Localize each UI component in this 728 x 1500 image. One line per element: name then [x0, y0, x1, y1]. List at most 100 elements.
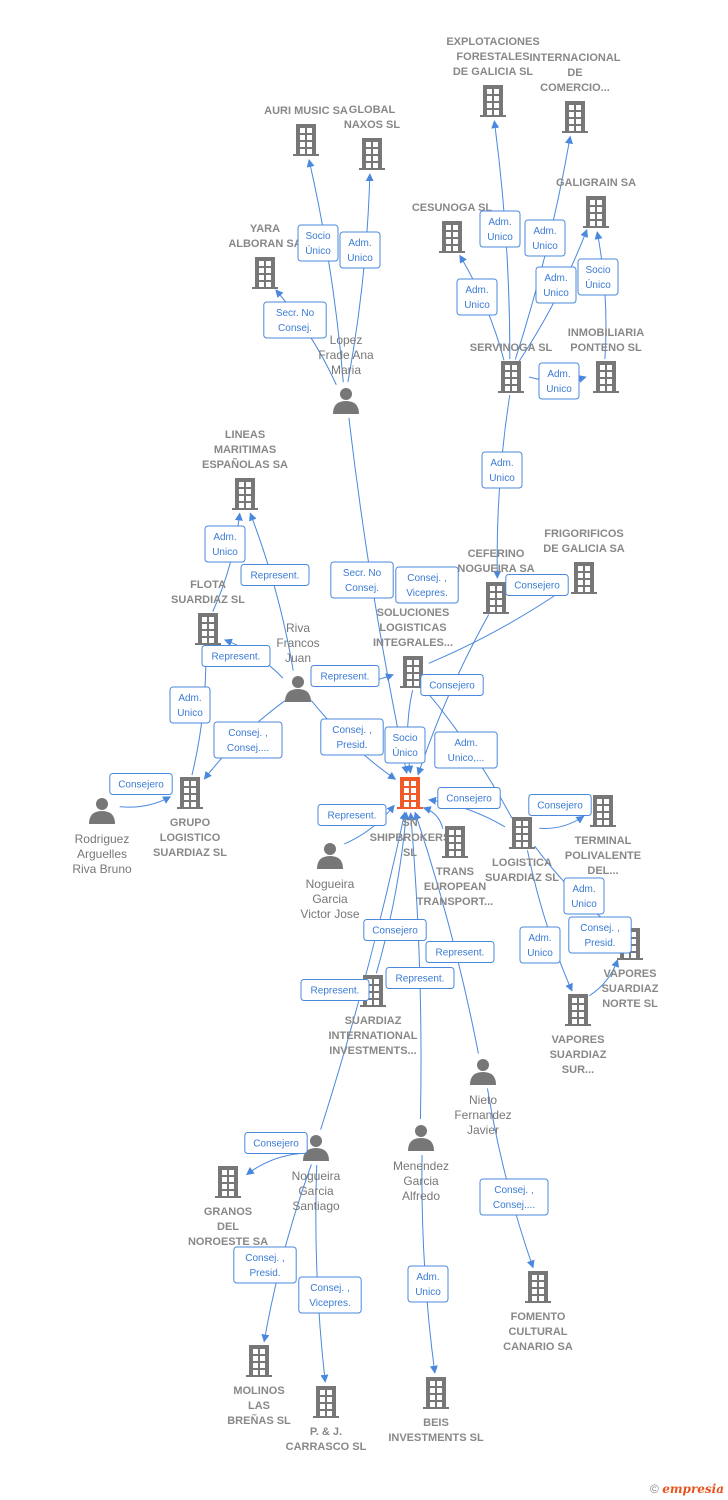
label-box[interactable]: [563, 877, 605, 915]
relation-label[interactable]: Consej. ,Presid.: [568, 916, 632, 954]
label-box[interactable]: [298, 1276, 362, 1314]
label-box[interactable]: [505, 574, 569, 596]
company-node[interactable]: TRANSEUROPEANTRANSPORT...: [417, 826, 493, 908]
company-node[interactable]: AURI MUSIC SA: [264, 105, 348, 156]
label-box[interactable]: [240, 564, 310, 586]
label-box[interactable]: [213, 721, 283, 759]
relation-label[interactable]: Adm.Unico: [563, 877, 605, 915]
company-node[interactable]: VAPORESSUARDIAZSUR...: [550, 994, 607, 1076]
relation-label[interactable]: Adm.Unico: [538, 362, 580, 400]
relation-label[interactable]: Consej. ,Consej....: [479, 1178, 549, 1216]
label-box[interactable]: [310, 665, 380, 687]
label-box[interactable]: [201, 645, 271, 667]
relation-label[interactable]: Consejero: [420, 674, 484, 696]
brand-logo[interactable]: empresia: [662, 1482, 724, 1496]
relation-label[interactable]: Adm.Unico: [519, 926, 561, 964]
company-node[interactable]: INTERNACIONALDECOMERCIO...: [529, 52, 621, 133]
label-box[interactable]: [434, 731, 498, 769]
relation-label[interactable]: Adm.Unico: [481, 451, 523, 489]
label-box[interactable]: [300, 979, 370, 1001]
relation-label[interactable]: Adm.Unico: [535, 266, 577, 304]
company-node[interactable]: SOLUCIONESLOGISTICASINTEGRALES...: [373, 607, 453, 688]
relation-label[interactable]: Adm.Unico: [169, 686, 211, 724]
label-box[interactable]: [425, 941, 495, 963]
label-box[interactable]: [339, 231, 381, 269]
relation-label[interactable]: Adm.Unico,...: [434, 731, 498, 769]
label-box[interactable]: [263, 301, 327, 339]
relation-label[interactable]: Adm.Unico: [204, 525, 246, 563]
relation-label[interactable]: Adm.Unico: [407, 1265, 449, 1303]
company-node[interactable]: TERMINALPOLIVALENTEDEL...: [565, 795, 641, 877]
relation-label[interactable]: Represent.: [300, 979, 370, 1001]
label-box[interactable]: [363, 919, 427, 941]
label-box[interactable]: [330, 561, 394, 599]
label-box[interactable]: [244, 1132, 308, 1154]
relation-label[interactable]: Consejero: [363, 919, 427, 941]
relation-label[interactable]: Represent.: [385, 967, 455, 989]
label-box[interactable]: [395, 566, 459, 604]
relation-label[interactable]: Represent.: [425, 941, 495, 963]
label-box[interactable]: [204, 525, 246, 563]
label-box[interactable]: [538, 362, 580, 400]
relation-label[interactable]: Consej. ,Presid.: [233, 1246, 297, 1284]
label-box[interactable]: [317, 804, 387, 826]
relation-label[interactable]: Adm.Unico: [524, 219, 566, 257]
label-box[interactable]: [535, 266, 577, 304]
relation-label[interactable]: Adm.Unico: [339, 231, 381, 269]
relation-label[interactable]: Represent.: [240, 564, 310, 586]
label-box[interactable]: [437, 787, 501, 809]
label-box[interactable]: [109, 773, 173, 795]
label-box[interactable]: [407, 1265, 449, 1303]
relation-label[interactable]: Consejero: [528, 794, 592, 816]
company-node[interactable]: SERVINOGA SL: [470, 342, 553, 393]
label-box[interactable]: [577, 258, 619, 296]
label-box[interactable]: [456, 278, 498, 316]
relation-label[interactable]: Consej. ,Vicepres.: [395, 566, 459, 604]
company-node[interactable]: GALIGRAIN SA: [556, 177, 636, 228]
label-box[interactable]: [384, 726, 426, 764]
label-box[interactable]: [385, 967, 455, 989]
relation-label[interactable]: Adm.Unico: [479, 210, 521, 248]
company-node[interactable]: P. & J.CARRASCO SL: [286, 1386, 367, 1453]
relation-label[interactable]: Consej. ,Vicepres.: [298, 1276, 362, 1314]
label-box[interactable]: [481, 451, 523, 489]
relation-label[interactable]: Consejero: [244, 1132, 308, 1154]
label-box[interactable]: [519, 926, 561, 964]
label-box[interactable]: [528, 794, 592, 816]
relation-label[interactable]: Adm.Unico: [456, 278, 498, 316]
label-box[interactable]: [479, 1178, 549, 1216]
relation-label[interactable]: Represent.: [317, 804, 387, 826]
label-box[interactable]: [233, 1246, 297, 1284]
label-box[interactable]: [320, 718, 384, 756]
relation-label[interactable]: Consej. ,Consej....: [213, 721, 283, 759]
label-box[interactable]: [568, 916, 632, 954]
relation-label[interactable]: Consejero: [437, 787, 501, 809]
